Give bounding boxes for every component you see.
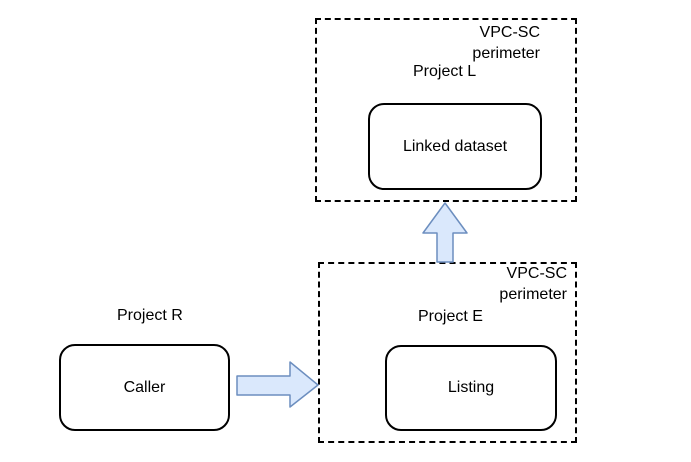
- listing-node: Listing: [385, 345, 557, 431]
- listing-node-label: Listing: [447, 379, 495, 396]
- project-e-label: Project E: [418, 308, 483, 325]
- caller-node-label: Caller: [123, 378, 166, 396]
- linked-dataset-node: Linked dataset: [368, 103, 542, 190]
- vpc-sc-perimeter-bottom: VPC-SC perimeter Project E Listing: [318, 262, 577, 443]
- linked-dataset-node-label: Linked dataset: [402, 137, 508, 155]
- vpc-sc-perimeter-bottom-label-line2: perimeter: [499, 286, 567, 303]
- project-r-label: Project R: [117, 307, 183, 324]
- arrow-caller-to-listing: [236, 361, 319, 408]
- vpc-sc-perimeter-bottom-label: VPC-SC perimeter: [499, 263, 567, 305]
- vpc-sc-perimeter-top: VPC-SC perimeter Project L Linked datase…: [315, 18, 577, 202]
- vpc-sc-perimeter-top-label: VPC-SC perimeter: [472, 22, 540, 64]
- up-arrow-shape: [422, 202, 468, 263]
- caller-node: Caller: [59, 344, 230, 431]
- vpc-sc-perimeter-top-label-line2: perimeter: [472, 45, 540, 62]
- vpc-sc-perimeter-top-label-line1: VPC-SC: [479, 24, 540, 41]
- right-arrow-shape: [236, 361, 319, 408]
- project-l-label: Project L: [413, 63, 477, 80]
- vpc-sc-perimeter-bottom-label-line1: VPC-SC: [506, 265, 567, 282]
- arrow-listing-to-linked-dataset: [422, 202, 468, 263]
